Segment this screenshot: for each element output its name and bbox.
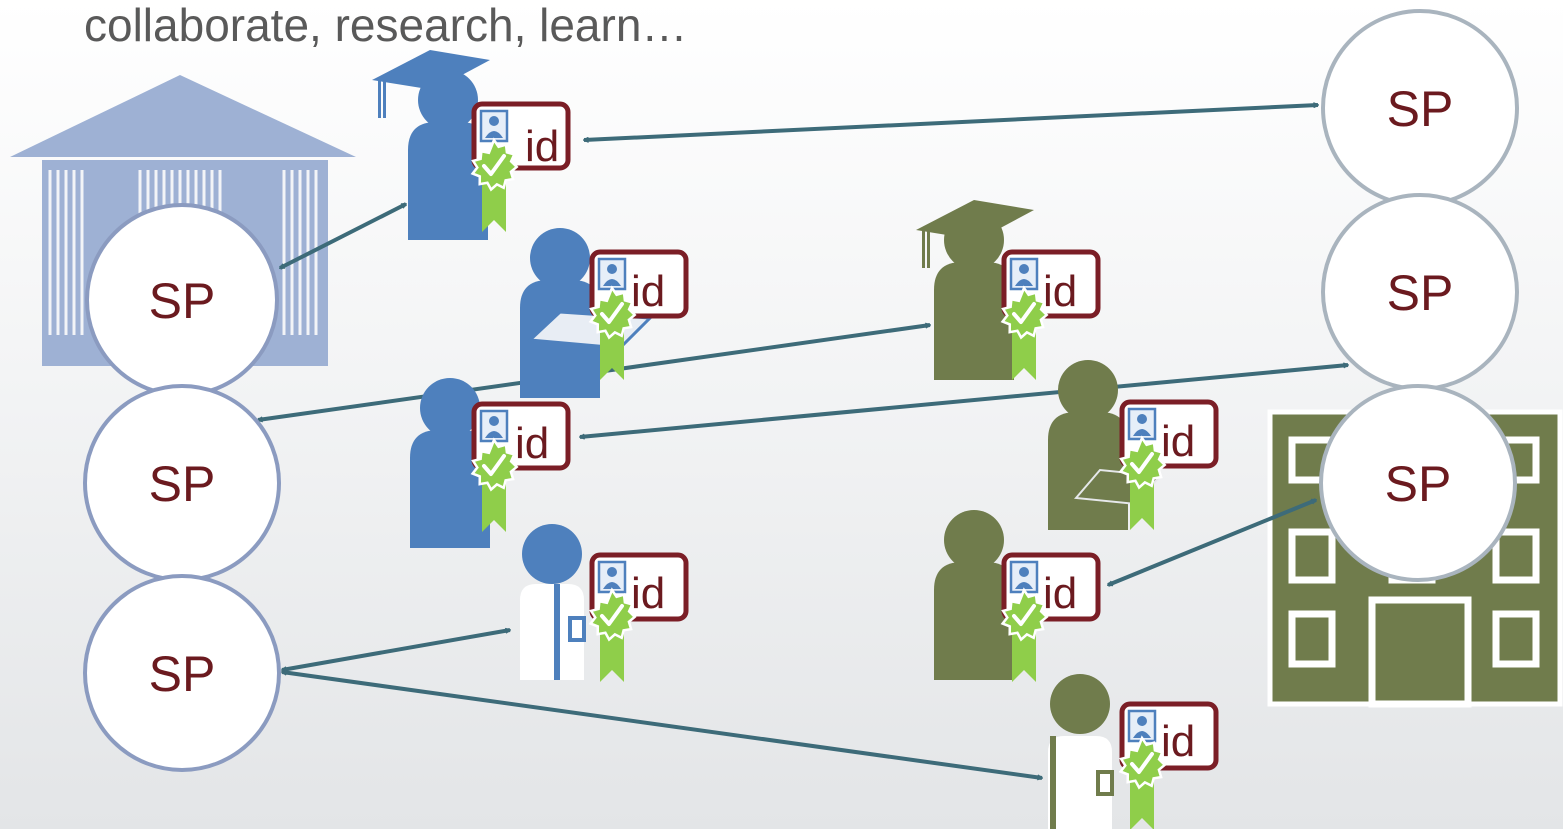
doctor-person-icon: [520, 524, 586, 680]
arrow-sp-left1-to-grad-blue: [280, 202, 406, 270]
id-card-icon: id: [474, 104, 568, 171]
sp-label: SP: [149, 273, 216, 329]
sp-circle-left-1: SP: [85, 203, 279, 397]
svg-text:id: id: [1161, 717, 1195, 766]
svg-text:id: id: [631, 267, 665, 316]
svg-text:id: id: [1161, 417, 1195, 466]
svg-text:id: id: [1043, 569, 1077, 618]
sp-circle-right-1: SP: [1321, 9, 1519, 207]
id-card-icon: id: [592, 555, 686, 619]
sp-circle-left-3: SP: [83, 574, 281, 772]
sp-label: SP: [1385, 456, 1452, 512]
id-card-icon: id: [1122, 704, 1216, 768]
sp-circle-right-3: SP: [1319, 384, 1517, 582]
id-card-icon: id: [1122, 402, 1216, 466]
svg-text:id: id: [515, 419, 549, 468]
diagram-heading: collaborate, research, learn…: [84, 0, 688, 51]
arrow-id1-to-sp-right1: [584, 105, 1318, 140]
svg-text:id: id: [631, 569, 665, 618]
id-card-icon: id: [1004, 252, 1098, 316]
sp-circle-left-2: SP: [83, 384, 281, 582]
sp-circle-right-2: SP: [1321, 193, 1519, 391]
doctor-person-icon: [1048, 674, 1114, 829]
arrow-id-green3-to-sp-right3: [1108, 498, 1316, 587]
sp-label: SP: [1387, 265, 1454, 321]
sp-label: SP: [149, 646, 216, 702]
sp-label: SP: [149, 456, 216, 512]
svg-text:id: id: [1043, 267, 1077, 316]
svg-text:id: id: [525, 122, 559, 171]
id-card-icon: id: [592, 252, 686, 316]
arrow-id3-to-sp-right2: [580, 365, 1348, 437]
sp-label: SP: [1387, 81, 1454, 137]
arrow-sp-left3-to-doctor-blue: [282, 630, 510, 670]
id-card-icon: id: [1004, 555, 1098, 619]
arrow-sp-left3-to-doctor-green: [282, 672, 1042, 778]
id-card-icon: id: [474, 404, 568, 468]
